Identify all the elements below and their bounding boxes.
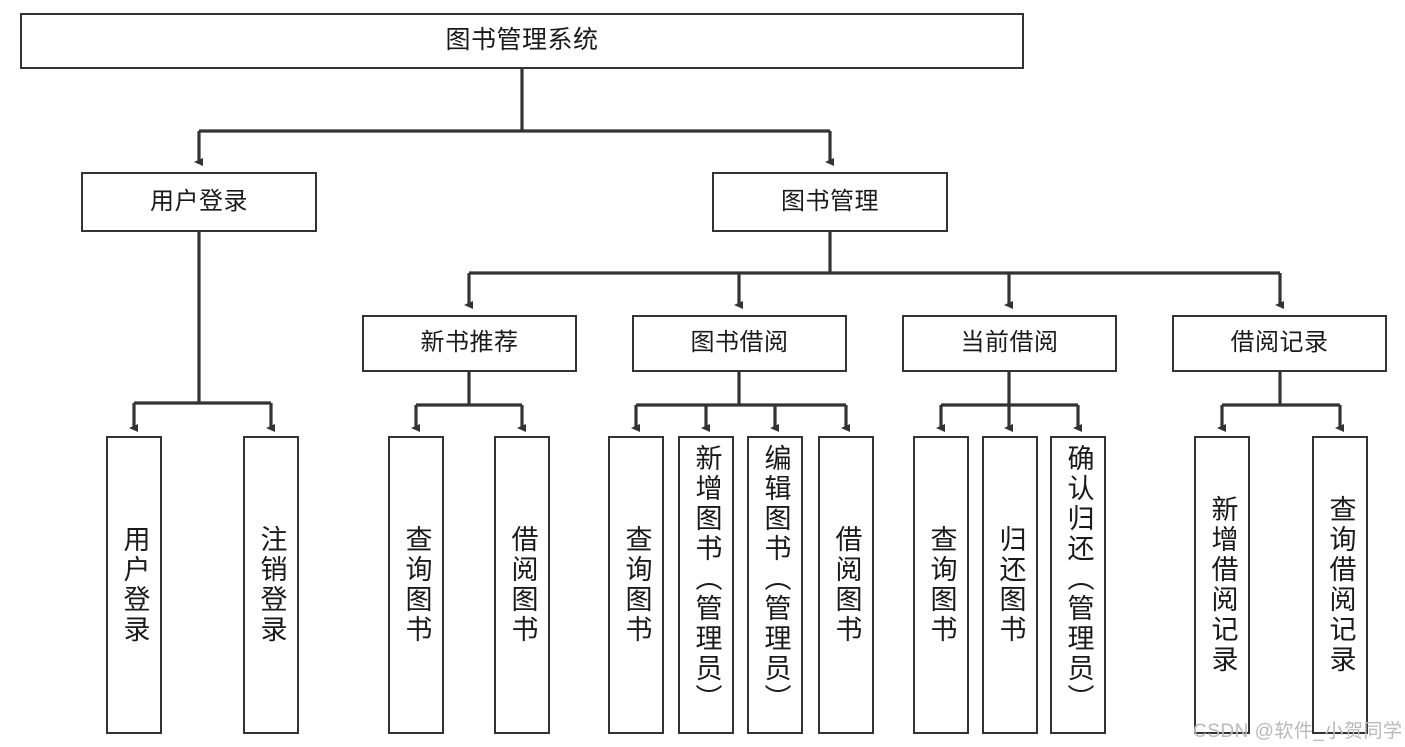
- node-book-management[interactable]: 图书管理: [712, 172, 948, 232]
- node-label: 图书管理系统: [445, 26, 599, 55]
- node-book-management-system[interactable]: 图书管理系统: [20, 13, 1024, 69]
- leaf-borrow-book[interactable]: 借阅图书: [818, 436, 874, 734]
- node-borrow-record[interactable]: 借阅记录: [1172, 315, 1387, 372]
- node-label: 查询图书: [621, 525, 652, 645]
- leaf-query-book-recommend[interactable]: 查询图书: [388, 436, 444, 734]
- leaf-user-login[interactable]: 用户登录: [106, 436, 162, 734]
- node-label: 查询图书: [401, 525, 432, 645]
- leaf-add-book-admin[interactable]: 新增图书（管理员）: [678, 436, 734, 734]
- node-label: 借阅图书: [507, 525, 538, 645]
- leaf-add-borrow-record[interactable]: 新增借阅记录: [1194, 436, 1250, 734]
- node-label: 借阅记录: [1230, 329, 1329, 357]
- node-label: 图书借阅: [690, 329, 789, 357]
- node-label: 图书管理: [781, 187, 879, 215]
- node-label: 查询图书: [926, 525, 957, 645]
- node-label: 新增借阅记录: [1207, 495, 1238, 675]
- csdn-watermark: CSDN @软件_小贺同学: [1193, 721, 1403, 742]
- node-new-book-recommend[interactable]: 新书推荐: [362, 315, 577, 372]
- node-label: 当前借阅: [960, 329, 1059, 357]
- node-book-borrow[interactable]: 图书借阅: [632, 315, 847, 372]
- leaf-query-book-borrow[interactable]: 查询图书: [608, 436, 664, 734]
- leaf-borrow-book-recommend[interactable]: 借阅图书: [494, 436, 550, 734]
- node-current-borrow[interactable]: 当前借阅: [902, 315, 1117, 372]
- leaf-logout[interactable]: 注销登录: [243, 436, 299, 734]
- node-label: 编辑图书（管理员）: [760, 444, 791, 714]
- node-label: 用户登录: [150, 187, 248, 215]
- leaf-query-book-current[interactable]: 查询图书: [913, 436, 969, 734]
- node-label: 归还图书: [995, 525, 1026, 645]
- node-user-login[interactable]: 用户登录: [81, 172, 317, 232]
- node-label: 注销登录: [256, 525, 287, 645]
- leaf-edit-book-admin[interactable]: 编辑图书（管理员）: [747, 436, 803, 734]
- node-label: 借阅图书: [831, 525, 862, 645]
- node-label: 确认归还（管理员）: [1063, 444, 1094, 714]
- leaf-return-book[interactable]: 归还图书: [982, 436, 1038, 734]
- node-label: 新增图书（管理员）: [691, 444, 722, 714]
- leaf-confirm-return-admin[interactable]: 确认归还（管理员）: [1050, 436, 1106, 734]
- node-label: 用户登录: [119, 525, 150, 645]
- leaf-query-borrow-record[interactable]: 查询借阅记录: [1312, 436, 1368, 734]
- node-label: 查询借阅记录: [1325, 495, 1356, 675]
- node-label: 新书推荐: [420, 329, 519, 357]
